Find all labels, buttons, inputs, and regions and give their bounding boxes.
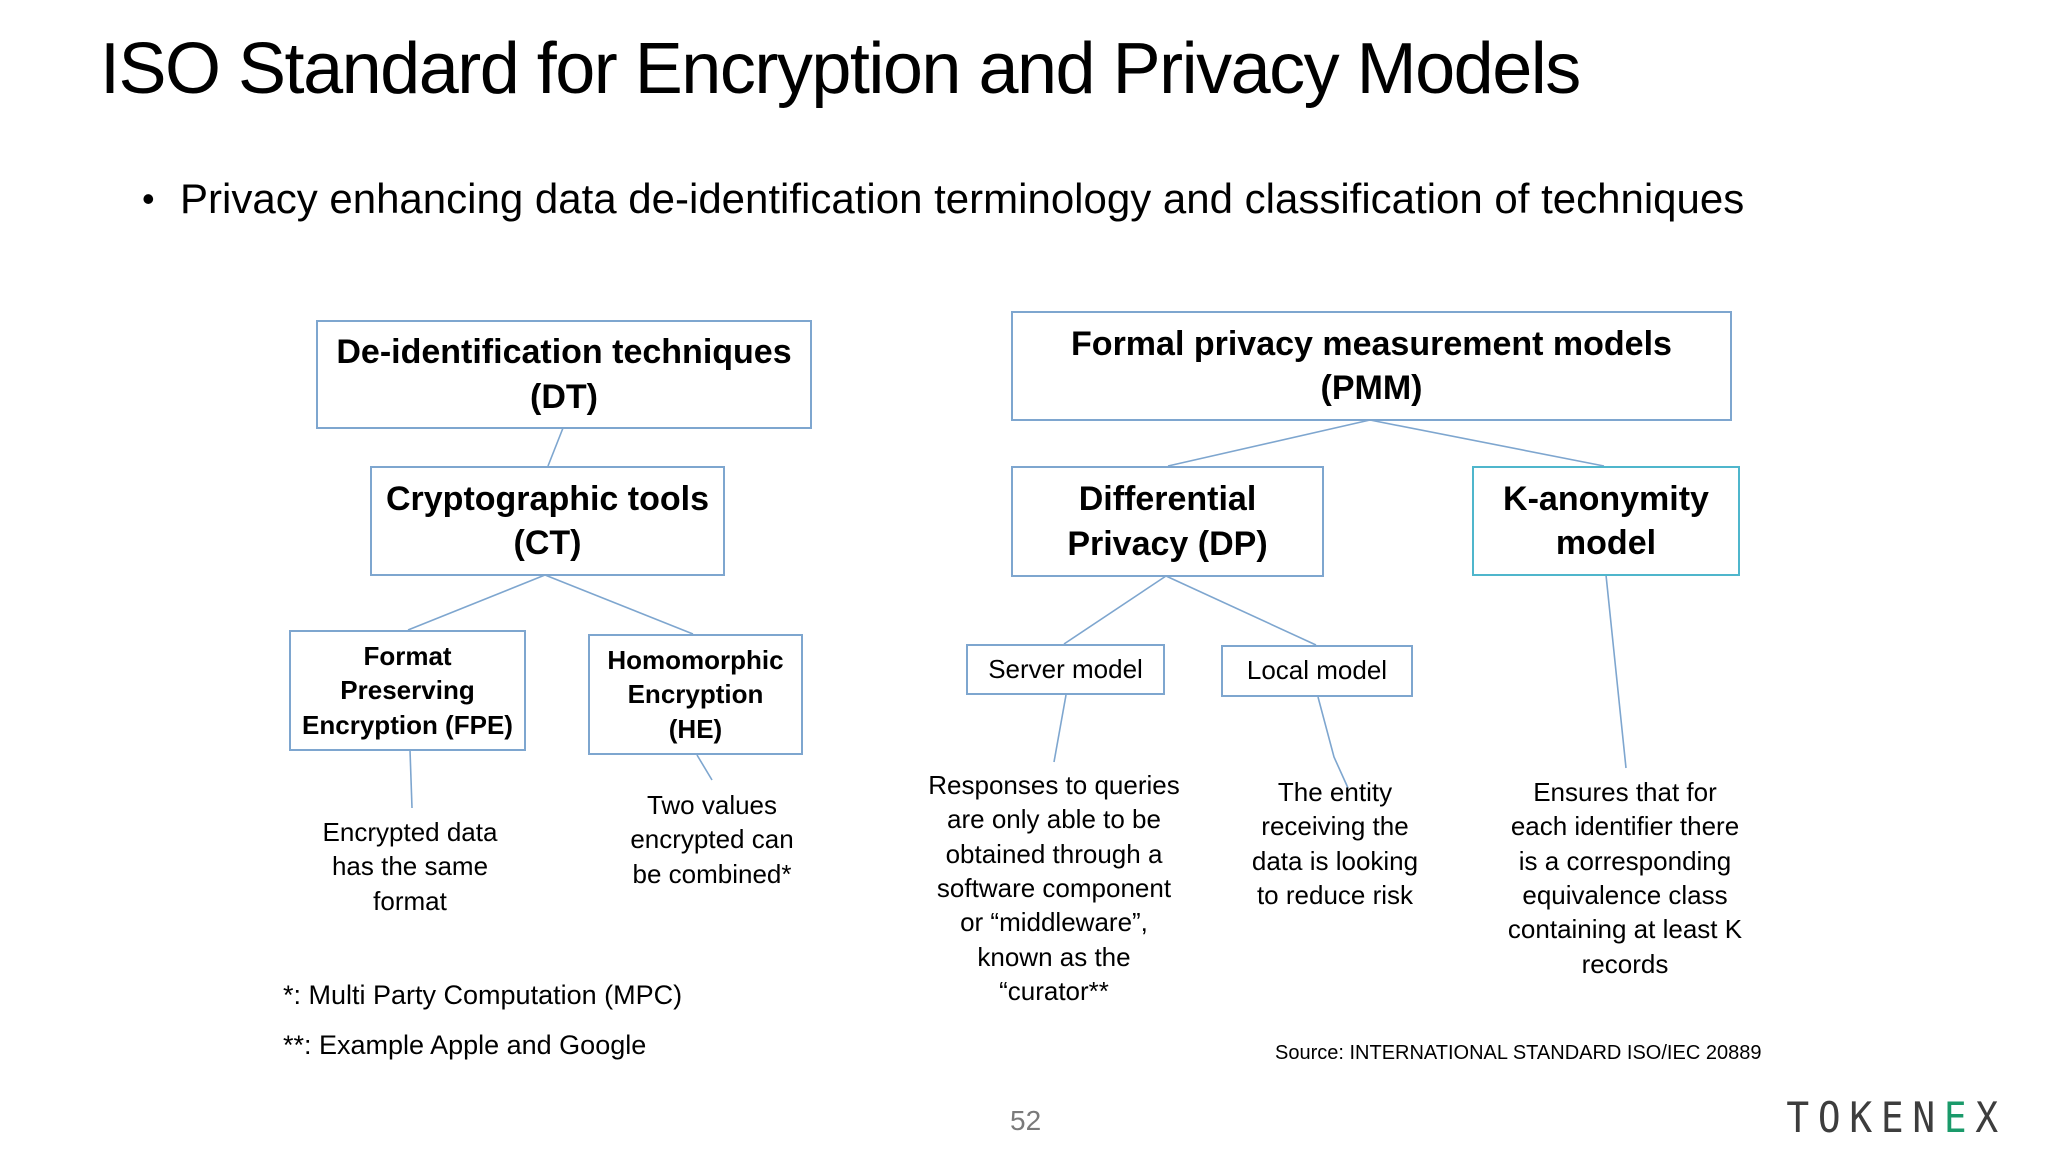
connector-ct-fpe (407, 574, 546, 631)
fpe-line-2: Preserving (340, 675, 475, 706)
dp-line-2: Privacy (DP) (1067, 524, 1268, 563)
local-model-label: Local model (1246, 655, 1388, 686)
slide-title: ISO Standard for Encryption and Privacy … (100, 29, 1581, 109)
dp-line-1: Differential (1078, 480, 1257, 519)
server-model-description: Responses to queries are only able to be… (905, 768, 1203, 1008)
server-desc-line: “curator** (999, 975, 1109, 1006)
ct-box: Cryptographic tools (CT) (370, 466, 725, 576)
local-desc-line: to reduce risk (1256, 879, 1414, 910)
connector-ka-desc (1605, 574, 1627, 769)
ka-desc-line: equivalence class (1522, 879, 1728, 910)
connector-dt-ct (547, 427, 564, 467)
footnote-mpc: *: Multi Party Computation (MPC) (283, 980, 683, 1010)
pmm-box: Formal privacy measurement models (PMM) (1011, 311, 1732, 421)
logo-letter: N (1912, 1093, 1936, 1142)
he-desc-line: Two values (646, 790, 778, 820)
he-desc-line: be combined* (632, 858, 792, 889)
server-desc-line: or “middleware”, (960, 907, 1148, 938)
server-desc-line: Responses to queries (928, 770, 1180, 800)
server-desc-line: obtained through a (945, 838, 1163, 869)
pmm-label: Formal privacy measurement models (1071, 324, 1672, 363)
fpe-desc-line: Encrypted data (322, 817, 498, 847)
ka-desc-line: Ensures that for (1533, 777, 1717, 807)
fpe-desc-line: format (373, 885, 447, 916)
logo-letter: T (1786, 1093, 1810, 1142)
he-line-1: Homomorphic (607, 644, 784, 675)
connector-ct-he (544, 574, 694, 635)
he-box: Homomorphic Encryption (HE) (588, 634, 803, 755)
server-desc-line: are only able to be (947, 804, 1161, 835)
he-desc-line: encrypted can (630, 824, 794, 855)
ka-line-1: K-anonymity (1503, 479, 1709, 518)
footnote-example: **: Example Apple and Google (283, 1030, 647, 1060)
local-desc-line: data is looking (1251, 845, 1419, 876)
bullet-text: Privacy enhancing data de-identification… (180, 175, 1745, 222)
ka-desc-line: containing at least K (1507, 914, 1743, 945)
he-line-2: Encryption (627, 679, 764, 710)
server-model-label: Server model (988, 653, 1143, 684)
logo-letter: K (1849, 1093, 1873, 1142)
pmm-abbrev: (PMM) (1320, 369, 1423, 407)
connector-pmm-ka (1369, 419, 1605, 467)
he-description: Two values encrypted can be combined* (602, 788, 822, 891)
logo-letter: E (1880, 1093, 1904, 1142)
ka-desc-line: records (1581, 948, 1669, 979)
server-model-box: Server model (966, 644, 1165, 695)
bullet-point: • Privacy enhancing data de-identificati… (142, 175, 1744, 223)
server-desc-line: software component (936, 872, 1172, 903)
local-desc-line: The entity (1277, 777, 1393, 807)
server-desc-line: known as the (977, 941, 1131, 972)
connector-server-desc (1053, 694, 1067, 763)
connector-he-desc (696, 754, 713, 781)
connector-pmm-dp (1167, 419, 1371, 467)
fpe-box: Format Preserving Encryption (FPE) (289, 630, 526, 751)
logo-last-letter: X (1975, 1093, 1999, 1142)
page-number: 52 (1010, 1105, 1042, 1136)
dt-abbrev: (DT) (530, 377, 598, 416)
k-anonymity-description: Ensures that for each identifier there i… (1480, 775, 1770, 981)
fpe-desc-line: has the same (331, 851, 489, 882)
connector-dp-server (1063, 575, 1167, 645)
local-model-description: The entity receiving the data is looking… (1220, 775, 1450, 912)
dp-box: Differential Privacy (DP) (1011, 466, 1324, 577)
he-line-3: (HE) (668, 713, 723, 744)
connector-fpe-desc (409, 749, 413, 809)
local-desc-line: receiving the (1261, 811, 1409, 842)
bullet-dot-icon: • (142, 178, 155, 219)
logo-accent-letter: E (1943, 1093, 1967, 1142)
dt-label: De-identification techniques (336, 333, 792, 372)
logo-letter: O (1817, 1093, 1841, 1142)
dt-box: De-identification techniques (DT) (316, 320, 812, 429)
ka-desc-line: is a corresponding (1518, 845, 1732, 876)
ka-line-2: model (1555, 524, 1657, 562)
source-citation: Source: INTERNATIONAL STANDARD ISO/IEC 2… (1275, 1042, 1762, 1064)
connector-local-desc (1317, 696, 1349, 789)
k-anonymity-box: K-anonymity model (1472, 466, 1740, 576)
ct-label: Cryptographic tools (385, 479, 710, 518)
fpe-line-1: Format (363, 640, 452, 671)
ka-desc-line: each identifier there (1510, 811, 1740, 842)
connector-dp-local (1165, 575, 1317, 646)
fpe-line-3: Encryption (FPE) (302, 709, 513, 740)
local-model-box: Local model (1221, 645, 1413, 697)
ct-abbrev: (CT) (513, 524, 582, 562)
fpe-description: Encrypted data has the same format (300, 815, 520, 918)
